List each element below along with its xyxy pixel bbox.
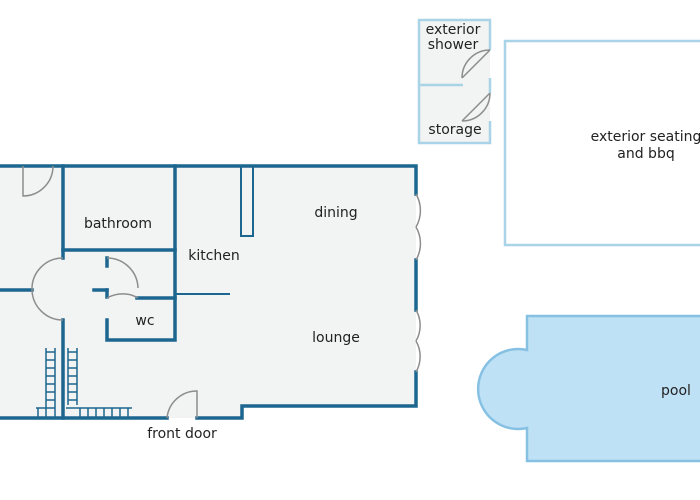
label-dining: dining [314, 205, 357, 221]
label-front-door: front door [147, 426, 217, 442]
label-storage: storage [428, 122, 481, 138]
shower-floor [419, 20, 490, 143]
pool [476, 314, 700, 463]
label-lounge: lounge [312, 330, 360, 346]
house-walls [0, 164, 418, 420]
exterior-seating-area [503, 39, 700, 247]
partitions [175, 166, 254, 295]
stairs [36, 348, 132, 418]
house-floor [0, 166, 416, 418]
label-pool: pool [661, 383, 691, 399]
label-exterior-seating-line1: exterior seating [591, 129, 700, 145]
label-exterior-shower-line2: shower [428, 37, 479, 53]
label-bathroom: bathroom [84, 216, 152, 232]
label-kitchen: kitchen [188, 248, 240, 264]
label-wc: wc [135, 313, 154, 329]
shower-storage-walls [417, 18, 492, 145]
label-exterior-seating-line2: and bbq [617, 146, 674, 162]
doors [22, 49, 491, 419]
label-exterior-shower-line1: exterior [426, 22, 481, 38]
